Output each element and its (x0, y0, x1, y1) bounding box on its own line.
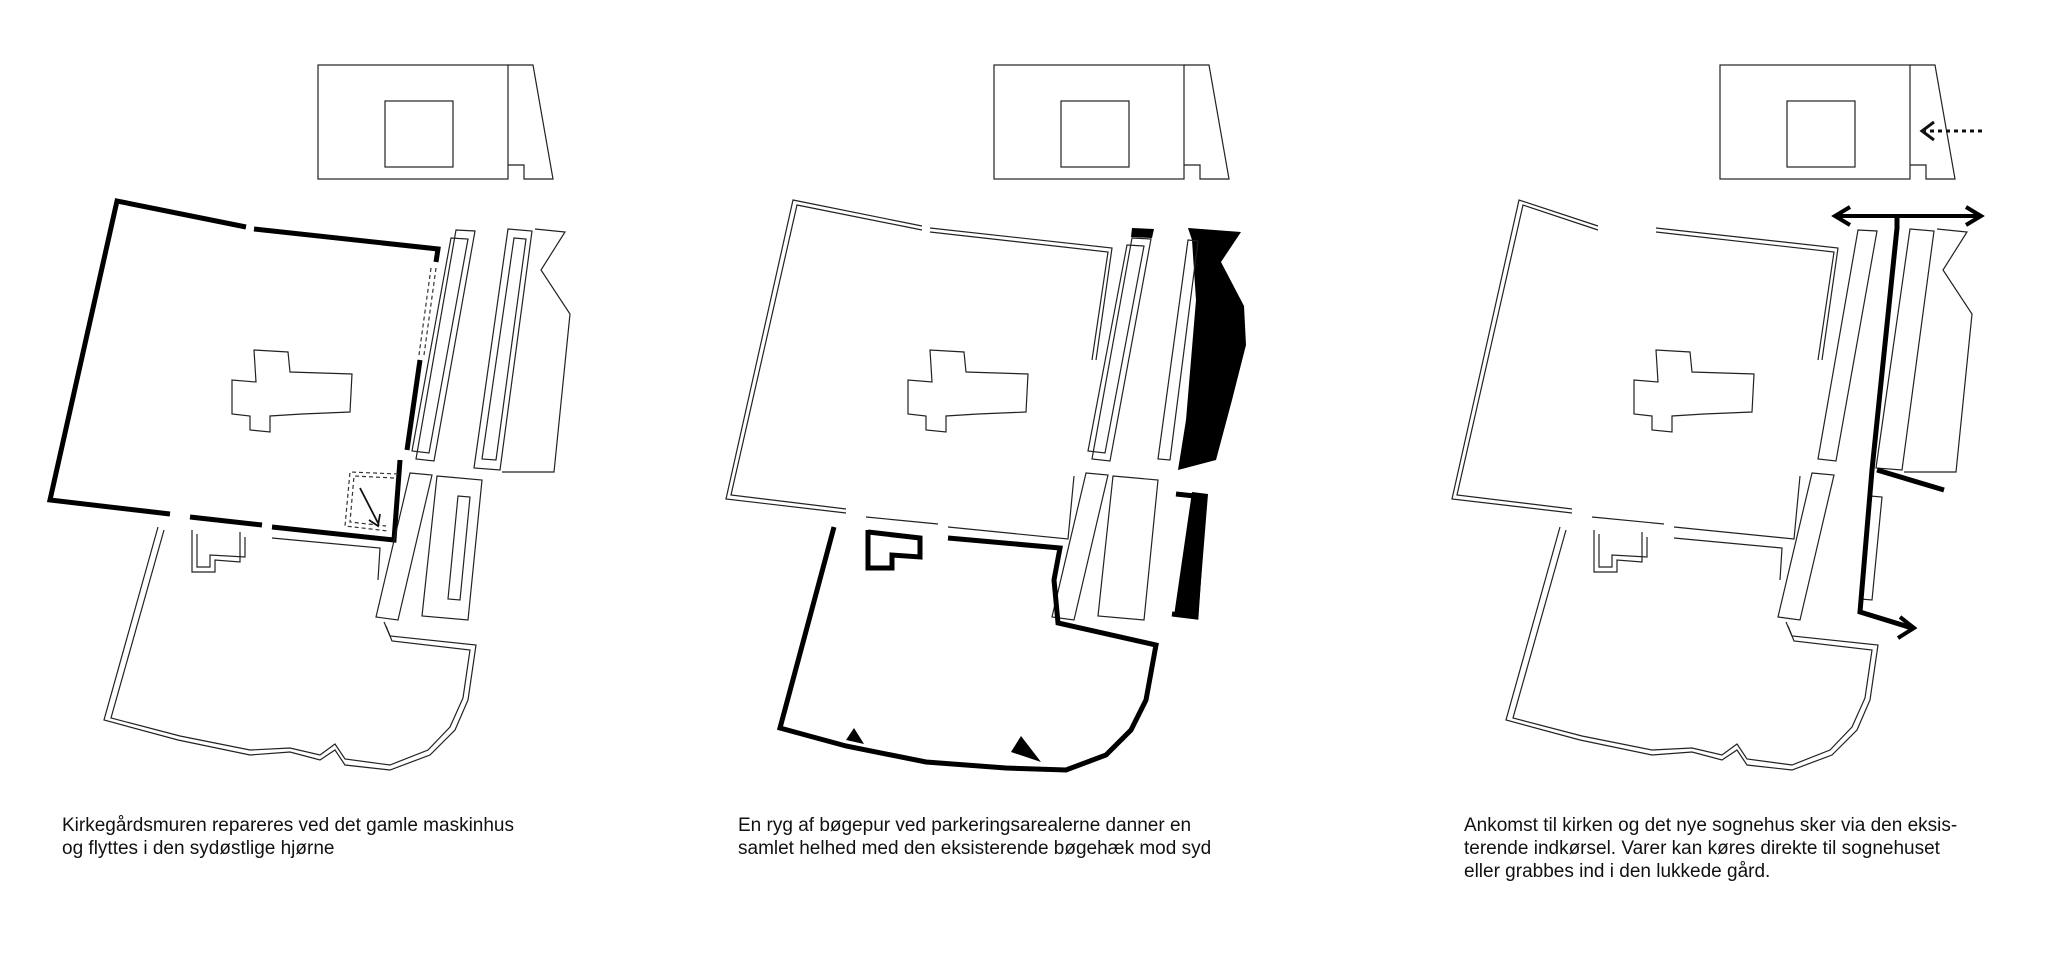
parking-areas (1777, 228, 1973, 621)
caption-line: Ankomst til kirken og det nye sognehus s… (1464, 815, 1958, 836)
south-garden (103, 526, 477, 771)
caption-line: eller grabbes ind i den lukkede gård. (1464, 861, 1771, 882)
barn-building (993, 64, 1230, 180)
site-plan-2 (725, 64, 1246, 773)
relocated-corner (344, 471, 399, 532)
churchyard-wall (1451, 199, 1839, 540)
caption-panel-3: Ankomst til kirken og det nye sognehus s… (1464, 814, 2048, 883)
churchyard-wall (46, 198, 441, 543)
south-garden (1505, 526, 1879, 771)
arrival-arrow (1919, 120, 1982, 142)
panel-arrival: Ankomst til kirken og det nye sognehus s… (1352, 0, 2032, 964)
south-garden-hedge (776, 526, 1159, 773)
barn-building (317, 64, 554, 180)
barn-building (1719, 64, 1956, 180)
caption-line: En ryg af bøgepur ved parkeringsarealern… (738, 815, 1192, 836)
parking-areas (1051, 237, 1199, 621)
caption-line: Kirkegårdsmuren repareres ved det gamle … (62, 815, 514, 836)
panel-beech-hedge: En ryg af bøgepur ved parkeringsarealern… (676, 0, 1356, 964)
caption-panel-2: En ryg af bøgepur ved parkeringsarealern… (738, 814, 1338, 860)
access-route (1831, 205, 1985, 640)
church-outline (907, 349, 1029, 433)
parking-areas (375, 228, 571, 621)
church-outline (231, 349, 353, 433)
panel-wall-repair: Kirkegårdsmuren repareres ved det gamle … (0, 0, 680, 964)
site-plan-3 (1451, 64, 1985, 771)
site-plan-1 (46, 64, 571, 771)
caption-line: og flyttes i den sydøstlige hjørne (62, 838, 335, 859)
caption-line: terende indkørsel. Varer kan køres direk… (1464, 838, 1940, 859)
caption-panel-1: Kirkegårdsmuren repareres ved det gamle … (62, 814, 662, 860)
church-outline (1633, 349, 1755, 433)
beech-hedge (1131, 228, 1246, 620)
caption-line: samlet helhed med den eksisterende bøgeh… (738, 838, 1212, 859)
churchyard-wall (725, 199, 1113, 540)
